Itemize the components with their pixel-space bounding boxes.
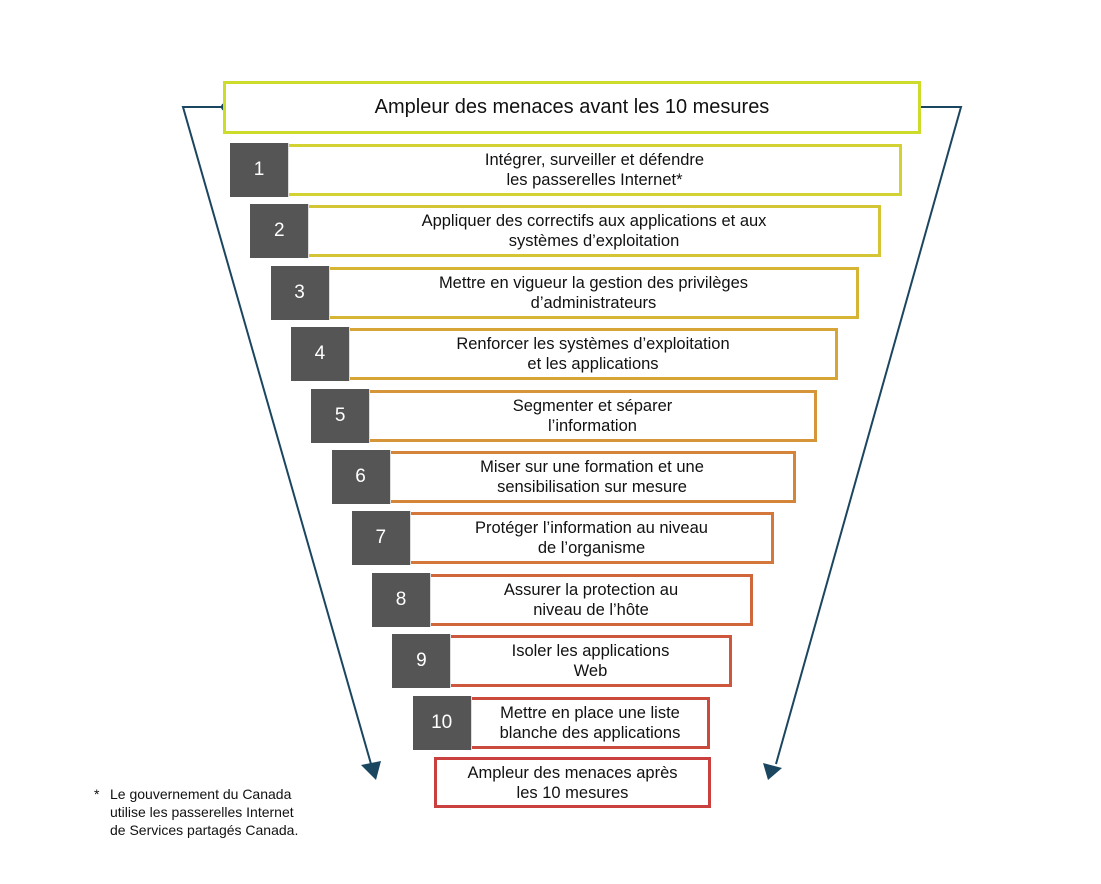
measure-label: Assurer la protection au niveau de l’hôt… (503, 580, 679, 619)
measure-label: Mettre en vigueur la gestion des privilè… (438, 273, 749, 312)
footnote: * Le gouvernement du Canada utilise les … (94, 785, 298, 839)
measure-label: Intégrer, surveiller et défendre les pas… (484, 151, 705, 189)
threat-after-box: Ampleur des menaces après les 10 mesures (434, 757, 711, 808)
measure-item: Miser sur une formation et une sensibili… (331, 450, 796, 504)
measure-number: 5 (311, 388, 371, 443)
measure-frame: Mettre en vigueur la gestion des privilè… (283, 266, 860, 319)
measure-label: Appliquer des correctifs aux application… (421, 212, 767, 251)
measure-number: 7 (351, 511, 411, 566)
measure-label: Protéger l’information au niveau de l’or… (475, 519, 708, 558)
measure-label: Mettre en place une liste blanche des ap… (499, 703, 681, 742)
measure-item: Protéger l’information au niveau de l’or… (351, 511, 775, 566)
threat-before-label: Ampleur des menaces avant les 10 mesures (374, 96, 770, 118)
measure-item: Segmenter et séparer l’information 5 (311, 388, 817, 443)
measure-label: Miser sur une formation et une sensibili… (480, 458, 704, 496)
measure-item: Appliquer des correctifs aux application… (250, 204, 881, 259)
footnote-text: Le gouvernement du Canada utilise les pa… (110, 786, 299, 838)
measure-label: Isoler les applications Web (511, 642, 670, 681)
measure-frame: Appliquer des correctifs aux application… (263, 205, 881, 258)
measure-number: 3 (270, 265, 330, 320)
measure-frame: Assurer la protection au niveau de l’hôt… (385, 573, 753, 626)
measure-frame: Isoler les applications Web (405, 635, 732, 688)
measure-item: Assurer la protection au niveau de l’hôt… (372, 572, 753, 627)
measure-number: 9 (392, 634, 452, 689)
right-arrowhead-icon (763, 763, 782, 780)
measure-item: Renforcer les systèmes d’exploitation et… (290, 327, 839, 382)
measure-number: 1 (230, 143, 289, 197)
measure-number: 2 (250, 204, 310, 259)
measure-frame: Protéger l’information au niveau de l’or… (364, 512, 775, 565)
measure-frame: Intégrer, surveiller et défendre les pas… (243, 144, 902, 196)
measure-label: Renforcer les systèmes d’exploitation et… (456, 335, 730, 374)
measure-frame: Renforcer les systèmes d’exploitation et… (303, 328, 839, 381)
measure-frame: Miser sur une formation et une sensibili… (344, 451, 796, 503)
measure-frame: Segmenter et séparer l’information (324, 389, 817, 442)
measure-number: 4 (290, 327, 350, 382)
threat-before-box: Ampleur des menaces avant les 10 mesures (223, 81, 921, 134)
measure-label: Segmenter et séparer l’information (512, 396, 673, 435)
measure-number: 6 (331, 450, 391, 504)
measure-item: Intégrer, surveiller et défendre les pas… (230, 143, 902, 197)
footnote-marker: * (94, 786, 100, 802)
measure-number: 8 (372, 572, 432, 627)
measure-item: Isoler les applications Web 9 (392, 634, 732, 689)
measure-frame: Mettre en place une liste blanche des ap… (425, 696, 711, 749)
measure-item: Mettre en vigueur la gestion des privilè… (270, 265, 860, 320)
measure-number: 10 (412, 695, 472, 750)
measure-item: Mettre en place une liste blanche des ap… (412, 695, 711, 750)
left-arrowhead-icon (361, 761, 381, 780)
